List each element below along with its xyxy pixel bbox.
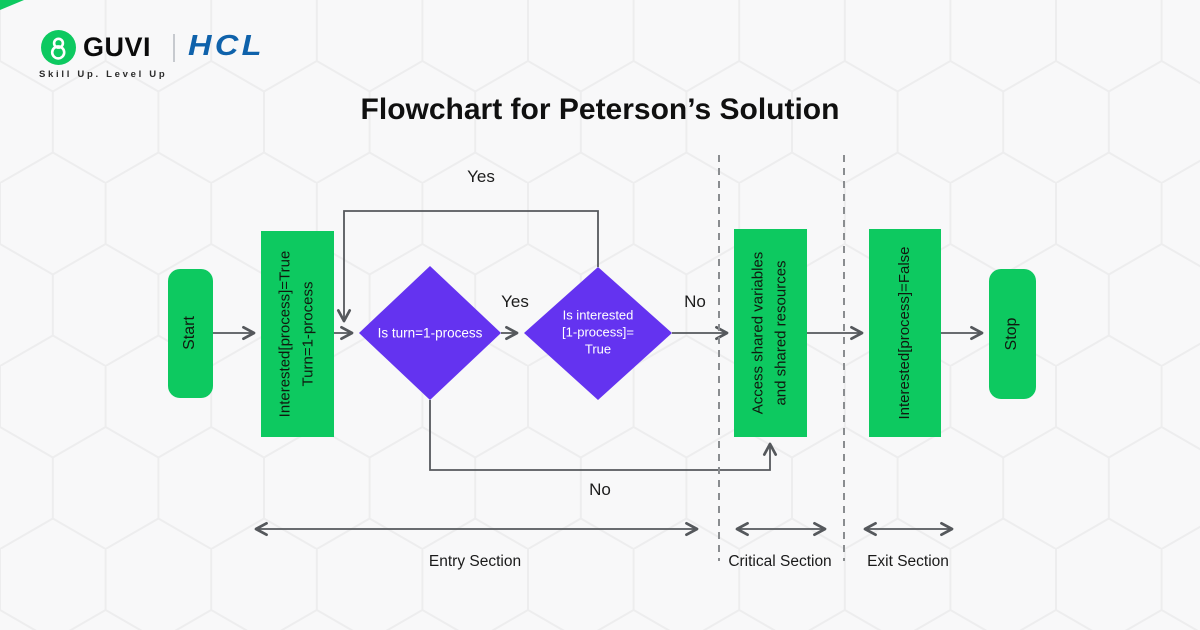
exit-section-label: Exit Section bbox=[867, 553, 949, 570]
init-node-label: Interested[process]=True Turn=1-process bbox=[275, 251, 320, 418]
guvi-wordmark: GUVI bbox=[83, 32, 152, 62]
brand-divider bbox=[173, 34, 175, 62]
edge-decision1-no-to-critical bbox=[429, 400, 778, 471]
no-bottom-label: No bbox=[589, 480, 611, 499]
decision2-label: Is interested [1-process]= True bbox=[562, 308, 634, 359]
decision2-line3: True bbox=[584, 341, 612, 357]
entry-section-label: Entry Section bbox=[428, 553, 522, 570]
init-node bbox=[261, 231, 334, 437]
exit-node-label: Interested[process]=False bbox=[895, 246, 913, 420]
decision2-line1: Is interested bbox=[562, 307, 634, 323]
brand-tagline: Skill Up. Level Up bbox=[39, 69, 168, 80]
start-node-label: Start bbox=[181, 316, 198, 350]
critical-line2: and shared resources bbox=[772, 260, 789, 406]
guvi-logo-icon bbox=[41, 30, 76, 65]
critical-node-label: Access shared variables and shared resou… bbox=[748, 252, 793, 415]
edge-decision2-yes-loopback bbox=[336, 210, 599, 323]
corner-accent-triangle bbox=[0, 0, 24, 10]
init-line2: Turn=1-process bbox=[299, 281, 316, 387]
page-title: Flowchart for Peterson’s Solution bbox=[360, 93, 840, 126]
hcl-logo: HCL bbox=[188, 30, 265, 62]
decision1-diamond bbox=[359, 266, 501, 400]
yes-mid-label: Yes bbox=[501, 292, 529, 311]
yes-top-label: Yes bbox=[467, 167, 495, 186]
stop-node-label: Stop bbox=[1003, 317, 1020, 351]
critical-line1: Access shared variables bbox=[749, 251, 767, 415]
stop-node bbox=[989, 269, 1036, 399]
decision2-diamond bbox=[524, 267, 672, 400]
no-mid-label: No bbox=[684, 292, 706, 311]
critical-section-label: Critical Section bbox=[728, 553, 832, 570]
decision1-label: Is turn=1-process bbox=[377, 325, 483, 341]
exit-node bbox=[869, 229, 941, 437]
critical-node bbox=[734, 229, 807, 437]
decision2-line2: [1-process]= bbox=[562, 324, 634, 340]
init-line1: Interested[process]=True bbox=[276, 250, 294, 418]
start-node bbox=[168, 269, 213, 398]
